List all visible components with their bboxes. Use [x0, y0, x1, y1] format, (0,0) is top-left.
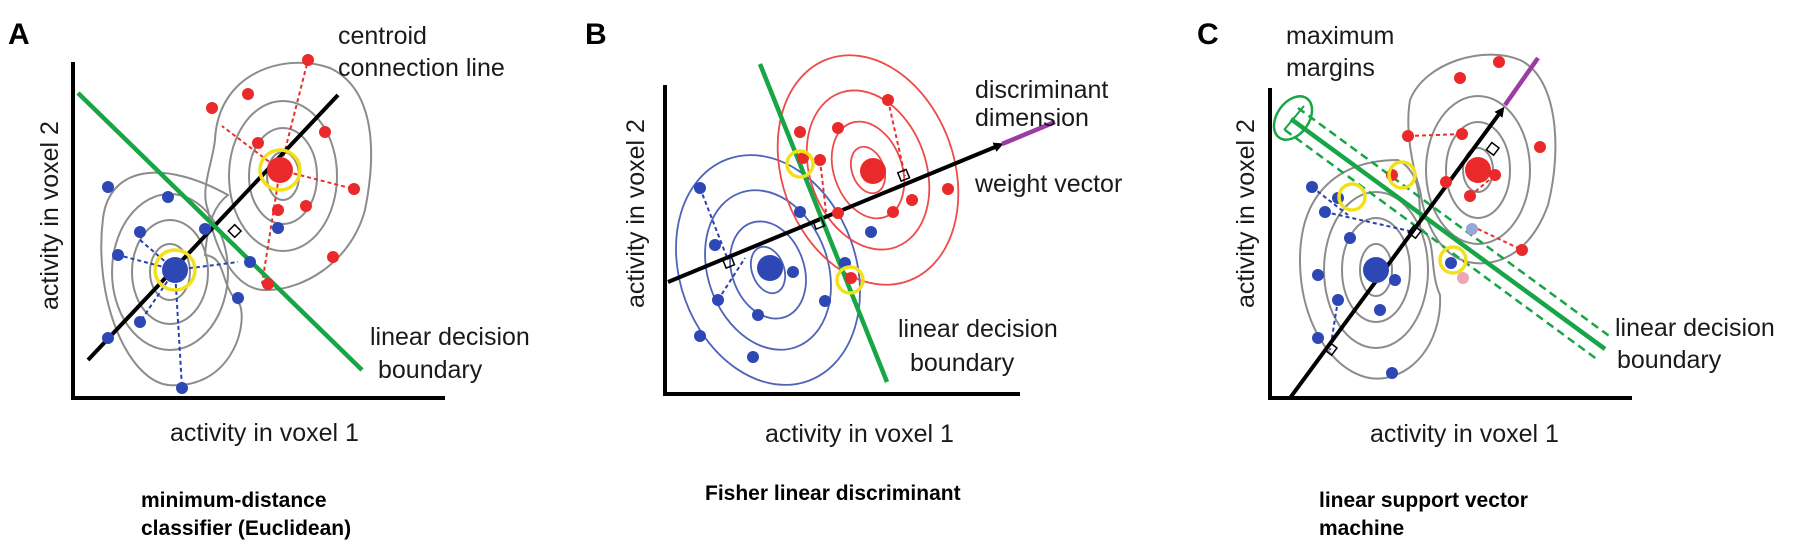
panel-b-annotation-boundary: boundary [910, 349, 1015, 377]
panel-c-annotation-margins: margins [1286, 54, 1375, 82]
panel-c-support-vector-blue-2 [1438, 245, 1468, 275]
panel-b-annotation-linear-decision: linear decision [898, 315, 1058, 343]
panel-c-caption-line-1: linear support vector [1319, 489, 1528, 512]
panel-a-blue-points [102, 181, 284, 394]
panel-a-centroid-highlight-red [258, 148, 302, 192]
panel-b-red-points [794, 94, 954, 284]
panel-c-decision-boundary [1289, 117, 1607, 351]
panel-a: A [8, 18, 530, 540]
panel-c-support-vector-red [1387, 160, 1417, 190]
panel-a-caption-line-2: classifier (Euclidean) [141, 517, 351, 540]
panel-a-annotation-linear-decision: linear decision [370, 323, 530, 351]
panel-a-letter: A [8, 18, 30, 51]
panel-c-annotation-maximum: maximum [1286, 22, 1394, 50]
panel-a-annotation-boundary: boundary [378, 356, 483, 384]
panel-a-centroid-highlight-blue [153, 248, 197, 292]
panel-b-annotation-dimension: dimension [975, 104, 1089, 132]
panel-b-caption-line-1: Fisher linear discriminant [705, 482, 961, 505]
panel-b-support-highlight-red [785, 149, 815, 179]
panel-a-axes [71, 62, 445, 400]
panel-b-x-axis-label: activity in voxel 1 [765, 420, 954, 448]
panel-b-support-highlight-blue [835, 265, 865, 295]
panel-c-support-vector-blue [1337, 182, 1367, 212]
panel-c-annotation-linear-decision: linear decision [1615, 314, 1775, 342]
panel-c-x-axis-label: activity in voxel 1 [1370, 420, 1559, 448]
panel-b: B [585, 18, 1122, 505]
panel-c-contours [1298, 53, 1557, 380]
panel-b-projection-marker-1 [721, 255, 736, 270]
panel-b-letter: B [585, 18, 607, 51]
panel-c-axes [1268, 88, 1632, 400]
panel-b-projection-lines [699, 99, 906, 301]
panel-a-annotation-connection-line: connection line [338, 54, 505, 82]
panel-c-projection-marker-1 [1323, 341, 1339, 357]
panel-b-projection-marker-2 [896, 168, 911, 183]
panel-b-discriminant-dimension [1001, 119, 1056, 147]
panel-b-y-axis-label: activity in voxel 2 [622, 119, 650, 308]
panel-c-margin-marker [1272, 95, 1314, 141]
panel-c: C [1197, 18, 1775, 540]
panel-b-axes [663, 85, 1020, 396]
panel-c-weight-vector [1288, 106, 1505, 400]
panel-a-y-axis-label: activity in voxel 2 [36, 121, 64, 310]
panel-c-annotation-boundary: boundary [1617, 346, 1722, 374]
panel-b-annotation-weight-vector: weight vector [974, 170, 1122, 198]
panel-c-right-angle-marker [1407, 224, 1423, 240]
panel-c-y-axis-label: activity in voxel 2 [1232, 119, 1260, 308]
panel-b-right-angle-marker [811, 216, 826, 231]
panel-a-right-angle-marker [227, 223, 243, 239]
panel-a-caption-line-1: minimum-distance [141, 489, 327, 512]
panel-b-annotation-discriminant: discriminant [975, 76, 1108, 104]
panel-b-red-contours [776, 54, 960, 286]
panel-c-projection-marker-2 [1485, 141, 1501, 157]
panel-a-annotation-centroid: centroid [338, 22, 427, 50]
panel-c-caption-line-2: machine [1319, 517, 1404, 540]
panel-a-red-points [206, 54, 360, 290]
panel-a-x-axis-label: activity in voxel 1 [170, 419, 359, 447]
panel-c-blue-points [1306, 181, 1478, 379]
panel-c-letter: C [1197, 18, 1219, 51]
panel-c-red-points [1386, 56, 1546, 284]
panel-c-margin-width-tick [1283, 105, 1305, 131]
panel-b-blue-points [694, 182, 877, 363]
panel-c-weight-extension [1503, 56, 1540, 107]
panel-c-margin-upper [1297, 106, 1613, 340]
panel-a-decision-boundary [76, 91, 364, 372]
